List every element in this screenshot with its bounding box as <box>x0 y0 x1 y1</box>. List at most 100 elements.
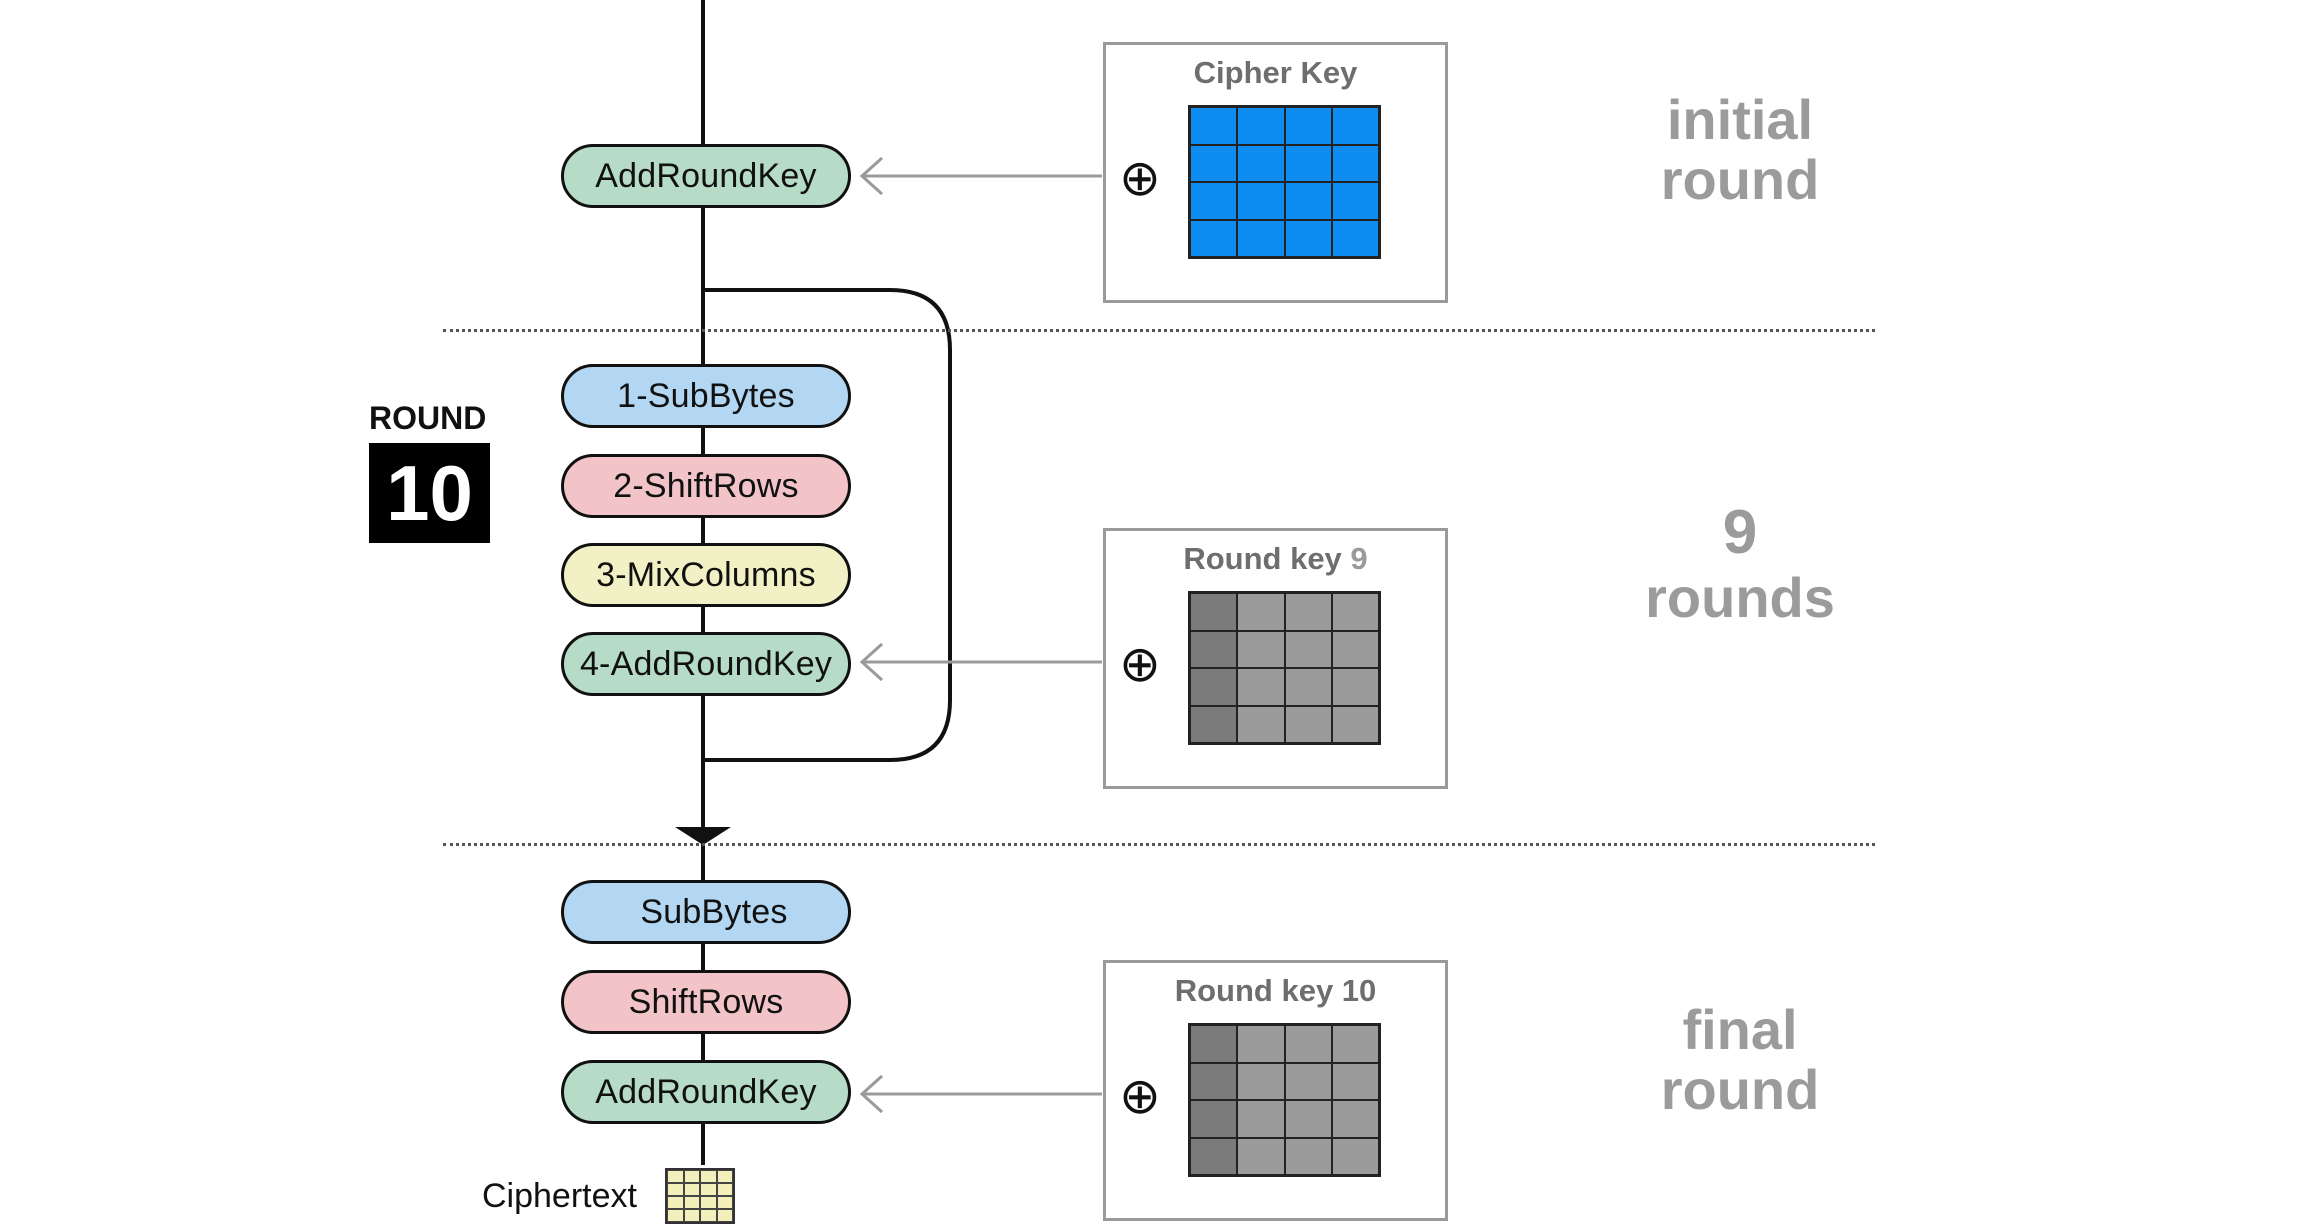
grid-cell <box>1284 1137 1332 1175</box>
grid-cell <box>683 1196 700 1209</box>
grid-cell <box>1190 182 1238 220</box>
grid-cell <box>1284 1025 1332 1063</box>
grid-cell <box>716 1196 733 1209</box>
grid-cell <box>1284 593 1332 631</box>
grid-cell <box>1190 107 1238 145</box>
grid-cell <box>1237 219 1285 257</box>
grid-cell <box>1331 593 1379 631</box>
separator-main-final <box>443 843 1875 846</box>
phase-final-round: final round <box>1590 1000 1890 1120</box>
grid-cell <box>1190 668 1238 706</box>
grid-cell <box>683 1183 700 1196</box>
grid-cell <box>1237 182 1285 220</box>
round-key-9-title: Round key 9 <box>1106 541 1445 577</box>
grid-cell <box>1190 705 1238 743</box>
round-key-number: 9 <box>1350 541 1368 576</box>
grid-cell <box>667 1196 684 1209</box>
grid-cell <box>700 1209 717 1222</box>
grid-cell <box>667 1209 684 1222</box>
grid-cell <box>683 1209 700 1222</box>
round-key-title-text: Round key <box>1183 541 1342 576</box>
phase-initial-round: initial round <box>1590 90 1890 210</box>
grid-cell <box>700 1196 717 1209</box>
grid-cell <box>1331 630 1379 668</box>
grid-cell <box>1284 705 1332 743</box>
key-arrow-round <box>859 642 1102 682</box>
grid-cell <box>1190 219 1238 257</box>
grid-cell <box>1190 1100 1238 1138</box>
initial-addroundkey-step: AddRoundKey <box>561 144 851 208</box>
shiftrows-step: 2-ShiftRows <box>561 454 851 518</box>
final-subbytes-step: SubBytes <box>561 880 851 944</box>
grid-cell <box>1237 1025 1285 1063</box>
round-key-10-grid <box>1188 1023 1381 1177</box>
grid-cell <box>1190 1137 1238 1175</box>
subbytes-step: 1-SubBytes <box>561 364 851 428</box>
grid-cell <box>1237 593 1285 631</box>
round-key-10-box: Round key 10 ⊕ <box>1103 960 1448 1221</box>
xor-icon: ⊕ <box>1119 1067 1161 1125</box>
phase-main-rounds: 9 rounds <box>1590 498 1890 628</box>
round-number-badge: 10 <box>369 443 490 543</box>
cipher-key-box: Cipher Key ⊕ <box>1103 42 1448 303</box>
grid-cell <box>1331 1100 1379 1138</box>
phase-initial-line2: round <box>1660 148 1820 211</box>
grid-cell <box>1284 107 1332 145</box>
grid-cell <box>1237 630 1285 668</box>
grid-cell <box>1237 705 1285 743</box>
phase-final-line1: final <box>1682 998 1798 1061</box>
grid-cell <box>700 1170 717 1183</box>
grid-cell <box>667 1183 684 1196</box>
phase-initial-line1: initial <box>1666 88 1814 151</box>
grid-cell <box>1331 107 1379 145</box>
grid-cell <box>700 1183 717 1196</box>
key-arrow-initial <box>859 156 1102 196</box>
grid-cell <box>1331 1137 1379 1175</box>
grid-cell <box>1331 219 1379 257</box>
grid-cell <box>716 1183 733 1196</box>
final-shiftrows-step: ShiftRows <box>561 970 851 1034</box>
grid-cell <box>1284 1062 1332 1100</box>
grid-cell <box>1237 668 1285 706</box>
grid-cell <box>1237 107 1285 145</box>
grid-cell <box>716 1170 733 1183</box>
round-key-9-grid <box>1188 591 1381 745</box>
round-key-9-box: Round key 9 ⊕ <box>1103 528 1448 789</box>
grid-cell <box>1331 668 1379 706</box>
grid-cell <box>1190 630 1238 668</box>
grid-cell <box>683 1170 700 1183</box>
grid-cell <box>1331 1062 1379 1100</box>
grid-cell <box>1331 144 1379 182</box>
xor-icon: ⊕ <box>1119 149 1161 207</box>
down-arrow-head <box>675 827 731 845</box>
key-arrow-final <box>859 1074 1102 1114</box>
addroundkey-step: 4-AddRoundKey <box>561 632 851 696</box>
grid-cell <box>1331 182 1379 220</box>
grid-cell <box>1284 630 1332 668</box>
round-label: ROUND <box>369 400 487 436</box>
grid-cell <box>1190 1025 1238 1063</box>
grid-cell <box>1190 593 1238 631</box>
cipher-key-title: Cipher Key <box>1193 55 1358 90</box>
ciphertext-grid <box>665 1168 735 1224</box>
cipher-key-grid <box>1188 105 1381 259</box>
grid-cell <box>1237 1100 1285 1138</box>
grid-cell <box>1284 144 1332 182</box>
phase-final-line2: round <box>1660 1058 1820 1121</box>
grid-cell <box>716 1209 733 1222</box>
grid-cell <box>1284 182 1332 220</box>
grid-cell <box>667 1170 684 1183</box>
grid-cell <box>1284 1100 1332 1138</box>
grid-cell <box>1237 1062 1285 1100</box>
grid-cell <box>1284 668 1332 706</box>
round-key-10-title: Round key 10 <box>1174 973 1377 1008</box>
final-addroundkey-step: AddRoundKey <box>561 1060 851 1124</box>
ciphertext-label: Ciphertext <box>482 1177 637 1215</box>
grid-cell <box>1331 1025 1379 1063</box>
grid-cell <box>1284 219 1332 257</box>
separator-initial-main <box>443 329 1875 332</box>
grid-cell <box>1331 705 1379 743</box>
grid-cell <box>1237 144 1285 182</box>
mixcolumns-step: 3-MixColumns <box>561 543 851 607</box>
